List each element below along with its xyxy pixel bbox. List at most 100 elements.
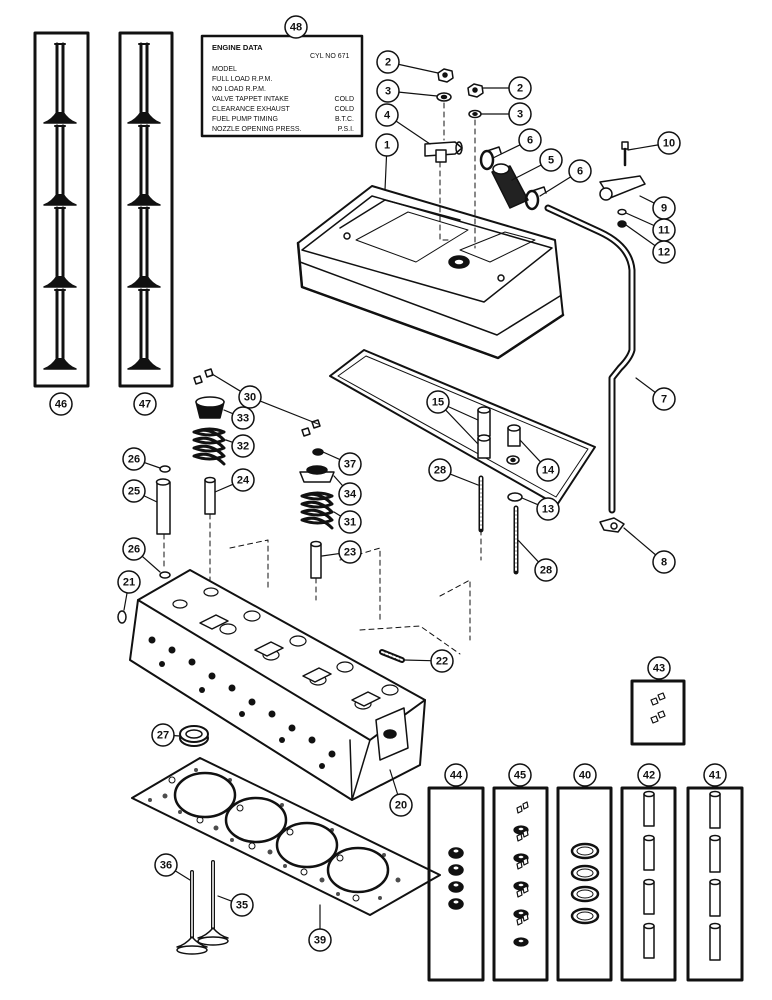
- bolt-10: [621, 141, 629, 167]
- callout-number: 40: [579, 770, 591, 782]
- tube-25: [155, 478, 171, 535]
- callout-circle: [534, 558, 558, 582]
- intake-valve-36: [176, 870, 208, 955]
- callout-leader: [141, 555, 161, 573]
- callout-leader: [211, 373, 242, 392]
- callout-circle: [338, 452, 362, 476]
- spacer-15-b: [477, 434, 491, 459]
- callout-circle: [375, 103, 399, 127]
- callout-leader: [511, 164, 542, 181]
- callout-circle: [122, 447, 146, 471]
- guide-kit-42: [620, 786, 677, 982]
- callout-number: 8: [661, 557, 667, 569]
- callout-number: 10: [663, 138, 675, 150]
- callout-number: 43: [653, 663, 665, 675]
- callout-leader: [223, 409, 234, 415]
- callout-number: 46: [55, 399, 67, 411]
- breather-tee: [424, 141, 463, 163]
- callout-number: 23: [344, 547, 356, 559]
- callout-leader: [403, 659, 432, 662]
- valve-spring-31: [300, 491, 334, 530]
- callout-number: 14: [542, 465, 555, 477]
- callout-leader: [398, 63, 439, 74]
- callout-circle: [230, 893, 254, 917]
- callout-number: 15: [432, 397, 444, 409]
- callout-number: 48: [290, 22, 302, 34]
- callout-leader: [225, 439, 234, 443]
- callout-circle: [508, 102, 532, 126]
- callout-number: 37: [344, 459, 356, 471]
- breather-tube: [544, 204, 636, 514]
- callout-number: 12: [658, 247, 670, 259]
- callout-number: 7: [661, 394, 667, 406]
- callout-circle: [151, 723, 175, 747]
- plug-21: [117, 610, 127, 624]
- callout-circle: [647, 656, 671, 680]
- spring-retainer-33: [195, 396, 225, 419]
- callout-circle: [508, 763, 532, 787]
- callout-leader: [627, 144, 659, 151]
- callout-leader: [517, 539, 540, 563]
- callout-number: 21: [123, 577, 135, 589]
- spring-retainer-34: [299, 465, 335, 483]
- callout-leader: [214, 483, 234, 493]
- callout-leader: [259, 400, 319, 425]
- tube-clip-8: [599, 517, 625, 533]
- spacer-14-a: [507, 424, 521, 447]
- callout-number: 45: [514, 770, 526, 782]
- callout-circle: [536, 497, 560, 521]
- callout-leader: [398, 91, 438, 97]
- callout-leader: [521, 497, 539, 506]
- valve-keepers-lower: [301, 419, 321, 437]
- callout-number: 35: [236, 900, 248, 912]
- callout-circle: [426, 390, 450, 414]
- washer-13-small: [507, 492, 523, 502]
- nut-2-right: [467, 83, 484, 98]
- seal-kit-44: [427, 786, 485, 982]
- plate-line-value: COLD: [335, 106, 354, 113]
- callout-leader: [625, 224, 656, 247]
- callout-circle: [444, 763, 468, 787]
- callout-circle: [122, 537, 146, 561]
- callout-circle: [122, 479, 146, 503]
- callout-number: 36: [160, 860, 172, 872]
- valve-guide-24: [204, 476, 216, 515]
- callout-number: 24: [237, 475, 250, 487]
- intake-valve: [43, 42, 77, 124]
- keeper-kit-43: [630, 679, 686, 746]
- callout-number: 20: [395, 800, 407, 812]
- callout-leader: [639, 195, 655, 204]
- callout-number: 6: [527, 135, 533, 147]
- valve-cover: [296, 185, 565, 360]
- nut-2-left: [437, 68, 454, 83]
- plate-line-label: MODEL: [212, 66, 237, 73]
- callout-circle: [338, 510, 362, 534]
- callout-leader: [322, 451, 341, 461]
- hose-clamp-lower: [524, 186, 547, 211]
- callout-leader: [444, 409, 479, 445]
- seal-ring-27: [179, 725, 209, 747]
- callout-number: 2: [385, 57, 391, 69]
- plate-title: ENGINE DATA: [212, 43, 263, 52]
- callout-leader: [174, 870, 191, 881]
- spacer-15-a: [477, 406, 491, 437]
- plate-line-value: COLD: [335, 96, 354, 103]
- plate-line-label: NO LOAD R.P.M.: [212, 86, 266, 93]
- callout-number: 9: [661, 203, 667, 215]
- callout-number: 6: [577, 166, 583, 178]
- callout-leader: [333, 511, 342, 517]
- callout-circle: [539, 148, 563, 172]
- plate-line-label: FUEL PUMP TIMING: [212, 116, 278, 123]
- callout-circle: [308, 928, 332, 952]
- callout-number: 44: [450, 770, 463, 782]
- callout-number: 1: [384, 140, 390, 152]
- callout-number: 28: [540, 565, 552, 577]
- callout-number: 30: [244, 392, 256, 404]
- washer-3-left: [436, 92, 452, 102]
- callout-leader: [333, 475, 344, 487]
- callout-circle: [568, 159, 592, 183]
- callout-circle: [133, 392, 157, 416]
- callout-leader: [217, 895, 233, 902]
